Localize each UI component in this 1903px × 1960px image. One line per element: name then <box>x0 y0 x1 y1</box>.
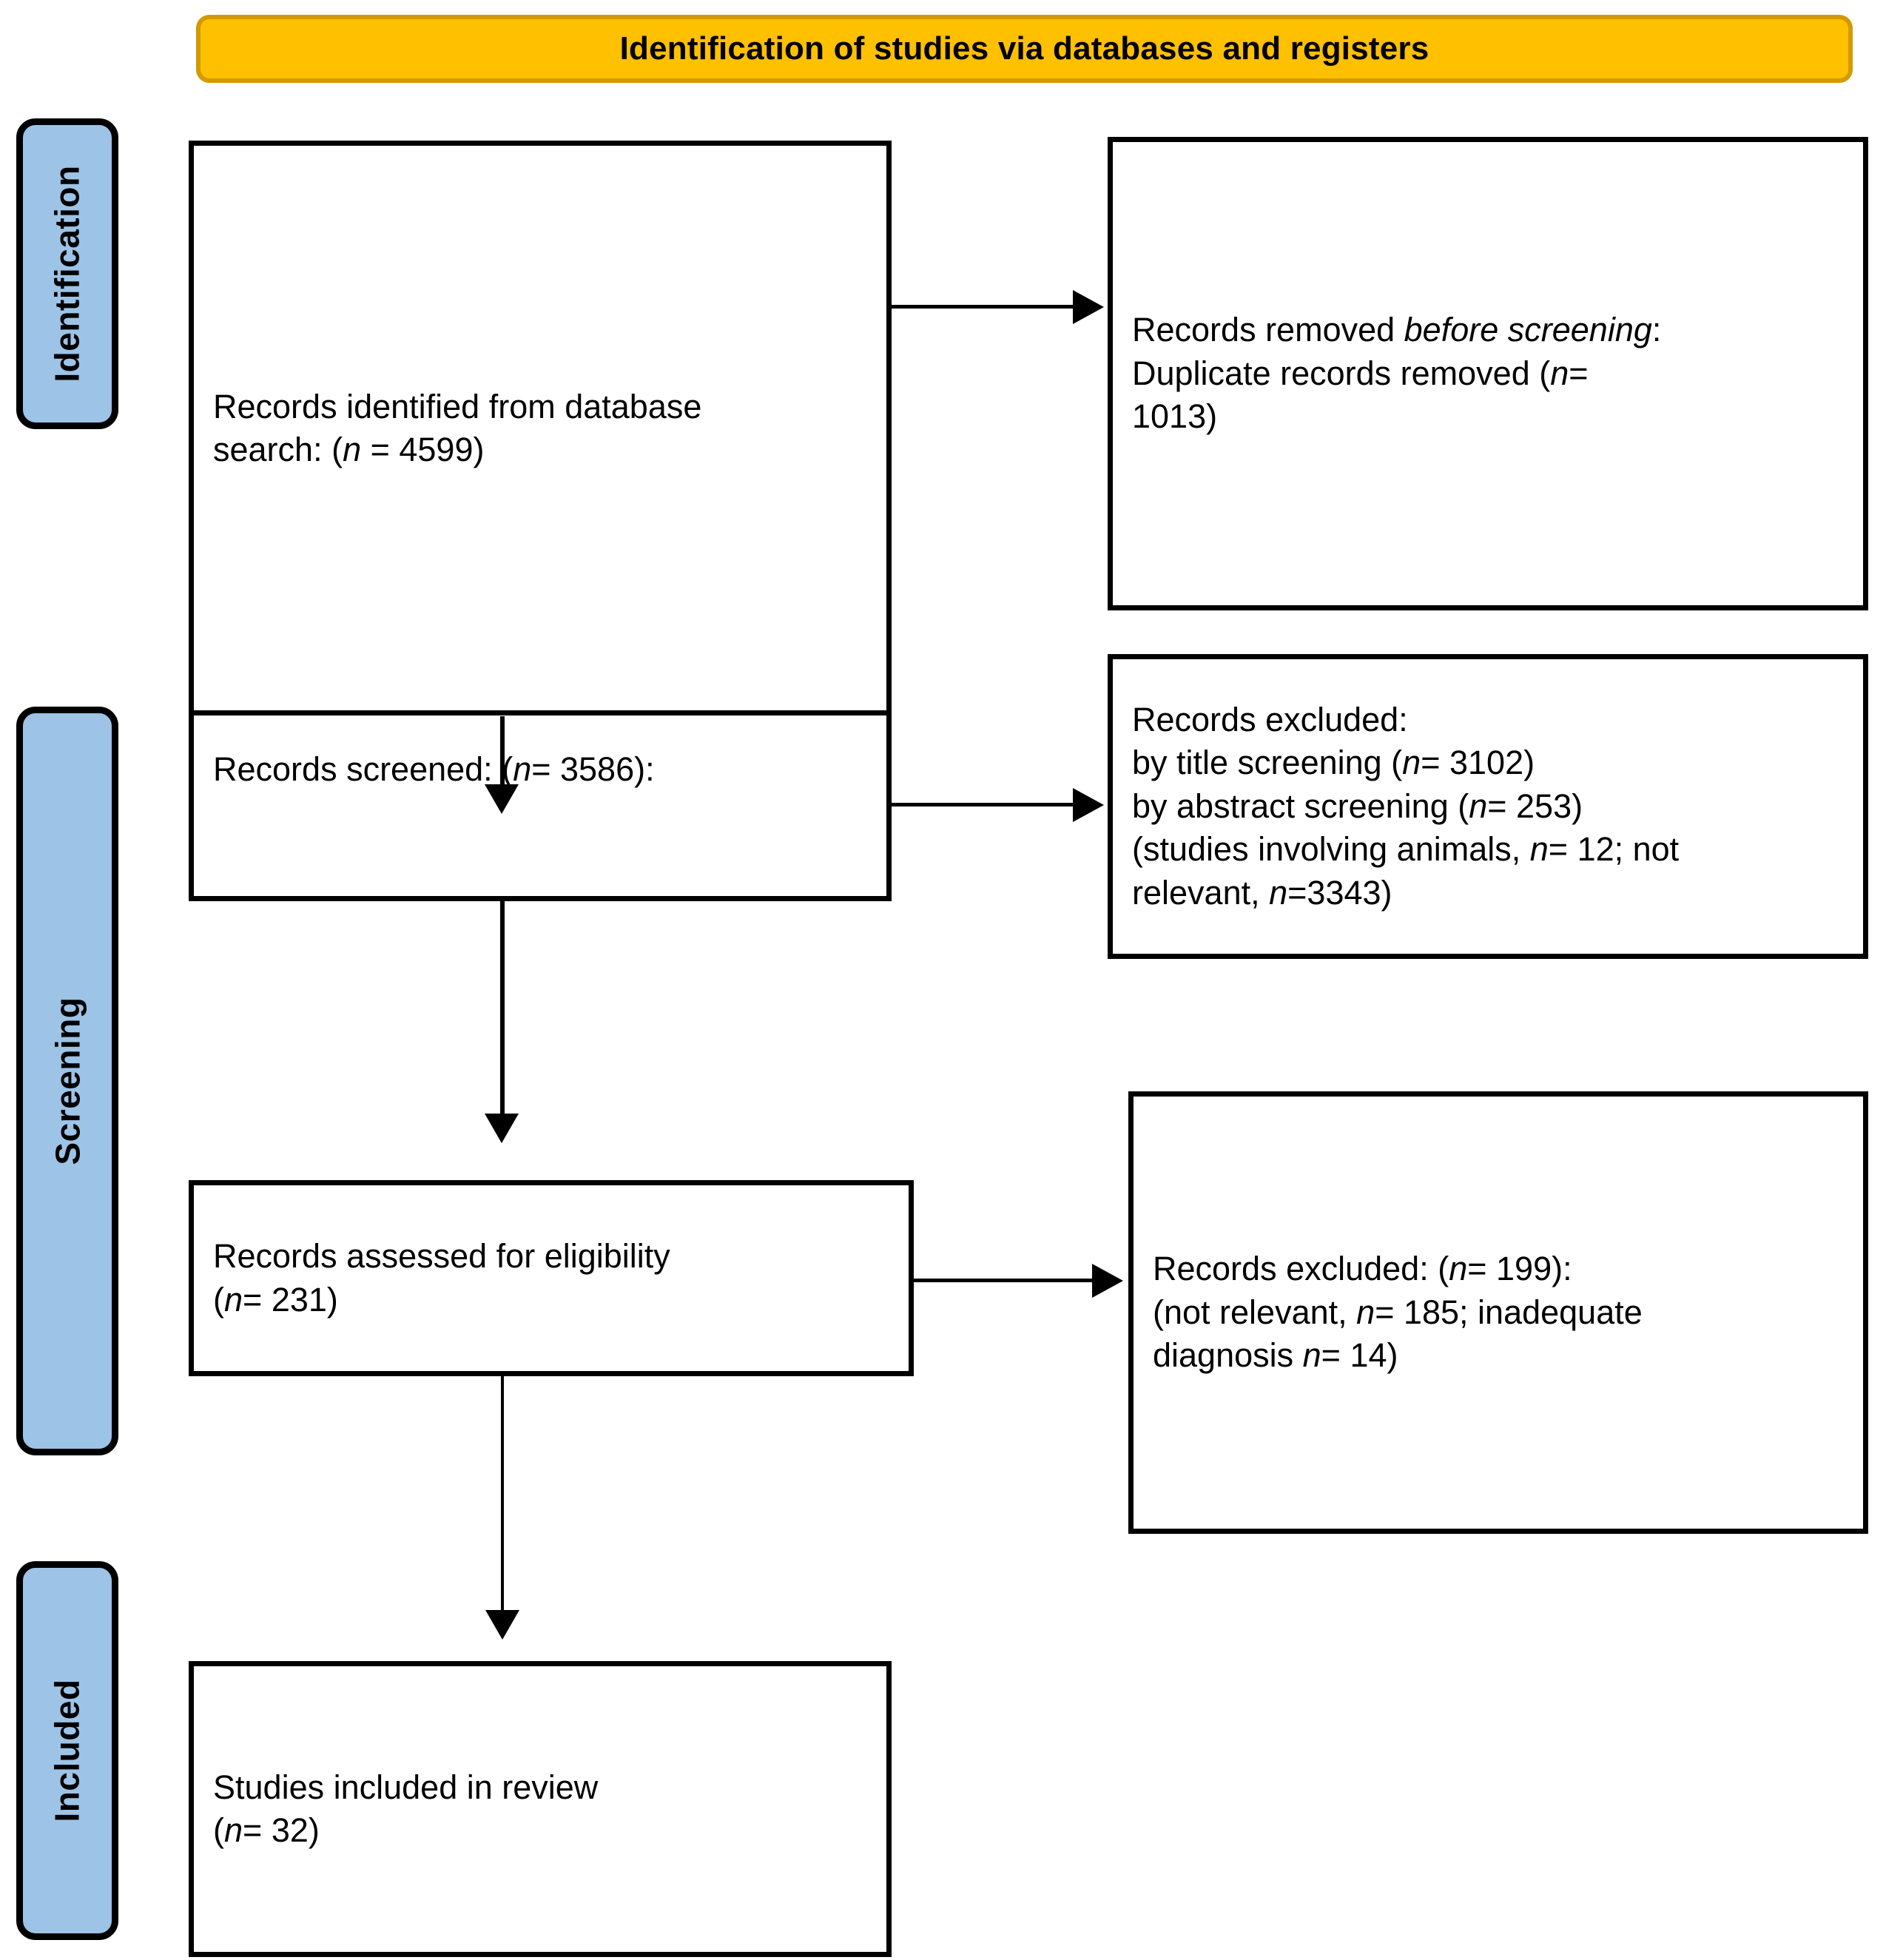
excluded-screening-line2-italic: n <box>1402 744 1421 782</box>
connector-screened-to-assessed-line <box>500 901 505 1129</box>
excluded-eligibility-line2-pre: (not relevant, <box>1153 1293 1357 1331</box>
excluded-screening-line3-italic: n <box>1469 787 1488 825</box>
node-records-screened: Records screened: (n= 3586): <box>189 710 892 901</box>
excluded-screening-line2-pre: by title screening ( <box>1132 744 1403 782</box>
excluded-screening-line3-post: = 253) <box>1487 787 1583 825</box>
node-records-excluded-screening: Records excluded: by title screening (n=… <box>1108 654 1868 959</box>
records-screened-post: = 3586): <box>531 750 655 788</box>
records-assessed-line2-italic: n <box>224 1280 243 1319</box>
arrow-right-icon-screened-to-excluded <box>1073 788 1104 822</box>
arrow-down-icon-screened-to-assessed <box>485 1114 519 1143</box>
excluded-eligibility-line1-italic: n <box>1449 1250 1468 1288</box>
records-removed-line2-post: = <box>1569 354 1589 392</box>
node-studies-included-text: Studies included in review (n= 32) <box>194 1766 886 1853</box>
node-records-screened-text: Records screened: (n= 3586): <box>194 715 886 792</box>
excluded-eligibility-line2-post: = 185; inadequate <box>1375 1293 1643 1331</box>
node-records-excluded-screening-text: Records excluded: by title screening (n=… <box>1113 698 1863 915</box>
node-records-identified: Records identified from database search:… <box>189 141 892 716</box>
excluded-screening-line4-post: = 12; not <box>1548 830 1680 869</box>
phase-tab-included: Included <box>16 1561 118 1940</box>
arrow-down-icon-assessed-to-included <box>485 1610 519 1640</box>
phase-label-identification: Identification <box>48 165 87 383</box>
banner-title: Identification of studies via databases … <box>619 30 1429 67</box>
arrow-right-icon-assessed-to-excluded <box>1092 1264 1123 1298</box>
phase-tab-screening: Screening <box>16 707 118 1455</box>
node-records-assessed: Records assessed for eligibility (n= 231… <box>189 1180 914 1376</box>
excluded-eligibility-line1-pre: Records excluded: ( <box>1153 1250 1449 1288</box>
records-identified-line2-pre: search: ( <box>213 431 343 468</box>
excluded-screening-line5-post: =3343) <box>1287 873 1392 912</box>
records-removed-line1-pre: Records removed <box>1132 311 1404 349</box>
node-studies-included: Studies included in review (n= 32) <box>189 1661 892 1957</box>
records-identified-line2-post: = 4599) <box>361 431 485 468</box>
excluded-screening-line2-post: = 3102) <box>1421 744 1535 782</box>
records-screened-italic: n <box>513 750 532 788</box>
studies-included-line2-post: = 32) <box>243 1811 320 1849</box>
connector-assessed-to-included-line <box>501 1376 504 1625</box>
node-records-removed-text: Records removed before screening: Duplic… <box>1113 309 1863 439</box>
excluded-screening-line4-italic: n <box>1529 830 1549 869</box>
node-records-identified-text: Records identified from database search:… <box>194 385 886 472</box>
excluded-screening-line3-pre: by abstract screening ( <box>1132 787 1469 825</box>
records-removed-line1-post: : <box>1651 311 1662 349</box>
connector-assessed-to-excluded-line <box>914 1279 1094 1282</box>
records-identified-line1: Records identified from database <box>213 387 702 425</box>
excluded-eligibility-line3-post: = 14) <box>1321 1336 1398 1375</box>
records-removed-line3: 1013) <box>1132 397 1218 436</box>
node-records-removed: Records removed before screening: Duplic… <box>1108 137 1868 610</box>
phase-tab-identification: Identification <box>16 118 118 429</box>
excluded-eligibility-line3-italic: n <box>1302 1336 1321 1375</box>
arrow-right-icon-identified-to-removed <box>1073 290 1104 324</box>
phase-label-included: Included <box>48 1679 87 1822</box>
records-screened-pre: Records screened: ( <box>213 750 513 788</box>
records-removed-line2-pre: Duplicate records removed ( <box>1132 354 1551 392</box>
records-assessed-line1: Records assessed for eligibility <box>213 1237 670 1275</box>
excluded-screening-line5-pre: relevant, <box>1132 873 1270 912</box>
records-assessed-line2-post: = 231) <box>243 1280 338 1319</box>
records-removed-line1-italic: before screening <box>1404 311 1652 349</box>
diagram-header-banner: Identification of studies via databases … <box>196 15 1853 83</box>
excluded-eligibility-line1-post: = 199): <box>1467 1250 1572 1288</box>
excluded-screening-line1: Records excluded: <box>1132 700 1408 738</box>
node-records-excluded-eligibility-text: Records excluded: (n= 199): (not relevan… <box>1134 1247 1863 1378</box>
excluded-screening-line4-pre: (studies involving animals, <box>1132 830 1530 869</box>
connector-identified-to-screened-line <box>500 716 505 799</box>
studies-included-line2-italic: n <box>224 1811 243 1849</box>
records-removed-line2-italic: n <box>1550 354 1569 392</box>
studies-included-line1: Studies included in review <box>213 1768 599 1806</box>
studies-included-line2-pre: ( <box>213 1811 224 1849</box>
records-assessed-line2-pre: ( <box>213 1280 224 1319</box>
node-records-assessed-text: Records assessed for eligibility (n= 231… <box>194 1235 909 1321</box>
phase-label-screening: Screening <box>48 997 87 1165</box>
connector-screened-to-excluded-line <box>892 803 1075 806</box>
arrow-down-icon-identified-to-screened <box>485 784 519 814</box>
excluded-screening-line5-italic: n <box>1269 873 1288 912</box>
connector-identified-to-removed-line <box>892 305 1075 309</box>
excluded-eligibility-line3-pre: diagnosis <box>1153 1336 1303 1375</box>
excluded-eligibility-line2-italic: n <box>1356 1293 1375 1331</box>
records-identified-line2-italic: n <box>343 431 362 468</box>
node-records-excluded-eligibility: Records excluded: (n= 199): (not relevan… <box>1128 1091 1868 1534</box>
